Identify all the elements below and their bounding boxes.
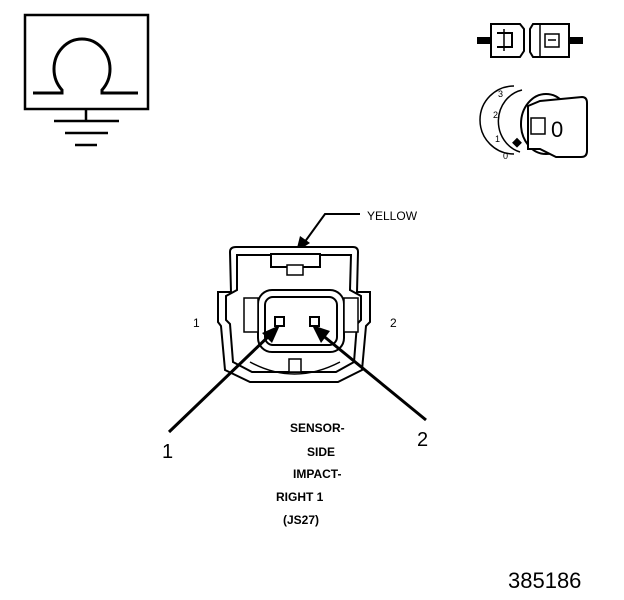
caption-line-3: IMPACT- (293, 467, 341, 481)
ignition-position-3: 3 (498, 89, 503, 99)
callout-2: 2 (417, 429, 428, 451)
sensor-caption: SENSOR- SIDE IMPACT- RIGHT 1 (JS27) (276, 421, 345, 527)
cavity-label-2: 2 (390, 316, 397, 330)
ignition-position-1: 1 (495, 134, 500, 144)
ignition-position-2: 2 (493, 110, 498, 120)
callout-arrow-2 (312, 325, 427, 422)
figure-number: 385186 (508, 568, 581, 593)
wire-color-label: YELLOW (367, 209, 418, 223)
ignition-key-off-icon: 3 2 1 0 0 (479, 85, 588, 161)
cavity-label-1: 1 (193, 316, 200, 330)
ohmmeter-ground-icon (23, 13, 150, 147)
callout-arrow-1 (167, 325, 280, 434)
caption-line-5: (JS27) (283, 513, 319, 527)
callout-1: 1 (162, 441, 173, 463)
connector-disconnected-icon (477, 23, 583, 58)
caption-line-2: SIDE (307, 445, 335, 459)
ignition-position-0: 0 (503, 151, 508, 161)
ignition-key-text: 0 (551, 117, 563, 142)
caption-line-1: SENSOR- (290, 421, 345, 435)
caption-line-4: RIGHT 1 (276, 490, 324, 504)
